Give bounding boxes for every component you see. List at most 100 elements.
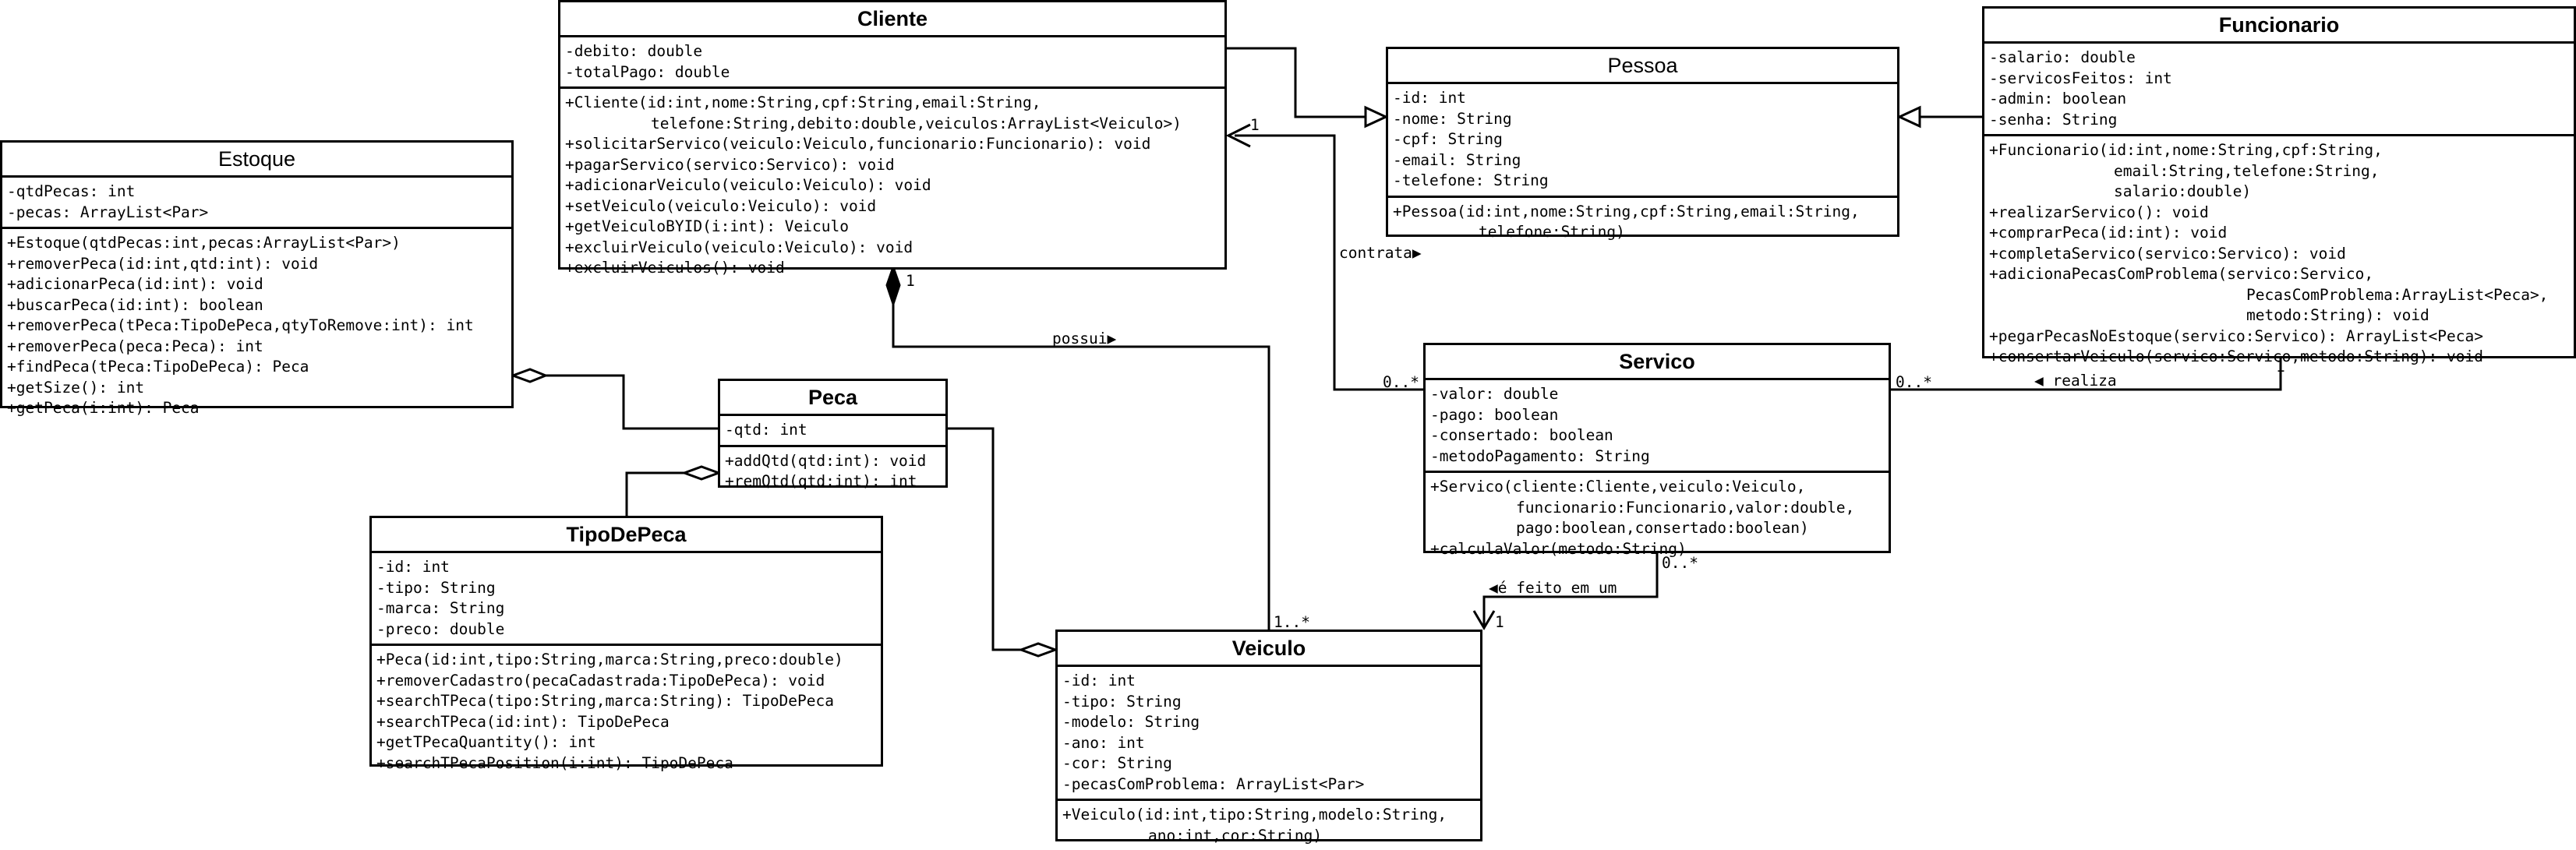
method: +Peca(id:int,tipo:String,marca:String,pr…	[376, 651, 843, 668]
class-pessoa-name: Pessoa	[1388, 49, 1897, 84]
method: +comprarPeca(id:int): void	[1989, 224, 2228, 242]
class-cliente-attributes: -debito: double -totalPago: double	[560, 37, 1224, 89]
attribute: -telefone: String	[1393, 171, 1549, 189]
method: +removerPeca(id:int,qtd:int): void	[7, 254, 319, 273]
label-realiza: ◀ realiza	[2034, 372, 2117, 390]
method: +getPeca(i:int): Peca	[7, 399, 200, 417]
navigable-arrowhead-cliente	[1225, 123, 1251, 148]
edge-estoque-peca-aggregation	[546, 374, 718, 430]
multiplicity-cliente-contrata: 1	[1250, 116, 1260, 134]
edge-servico-veiculo	[1482, 552, 1659, 628]
method: +setVeiculo(veiculo:Veiculo): void	[565, 196, 877, 215]
class-tipodepeca-methods: +Peca(id:int,tipo:String,marca:String,pr…	[372, 646, 881, 778]
method: +adicionarVeiculo(veiculo:Veiculo): void	[565, 176, 931, 194]
attribute: -pago: boolean	[1430, 405, 1559, 424]
class-estoque-methods: +Estoque(qtdPecas:int,pecas:ArrayList<Pa…	[2, 229, 511, 423]
attribute: -id: int	[1393, 89, 1466, 107]
attribute: -metodoPagamento: String	[1430, 446, 1650, 465]
class-tipodepeca[interactable]: TipoDePeca -id: int -tipo: String -marca…	[369, 516, 883, 772]
class-veiculo-name: Veiculo	[1058, 632, 1480, 667]
attribute: -modelo: String	[1062, 713, 1200, 731]
method: +getSize(): int	[7, 378, 145, 397]
method: +excluirVeiculo(veiculo:Veiculo): void	[565, 238, 913, 256]
attribute: -nome: String	[1393, 109, 1512, 128]
method: +removerPeca(peca:Peca): int	[7, 337, 263, 355]
class-cliente-methods: +Cliente(id:int,nome:String,cpf:String,e…	[560, 89, 1224, 283]
method-continuation: ano:int,cor:String)	[1148, 826, 1323, 845]
attribute: -totalPago: double	[565, 62, 730, 81]
attribute: -cor: String	[1062, 754, 1172, 772]
attribute: -consertado: boolean	[1430, 426, 1613, 444]
edge-servico-cliente-contrata	[1235, 134, 1423, 391]
method-continuation: email:String,telefone:String,	[2114, 161, 2380, 180]
class-funcionario[interactable]: Funcionario -salario: double -servicosFe…	[1982, 6, 2576, 365]
method-continuation: telefone:String)	[1479, 223, 1625, 241]
attribute: -ano: int	[1062, 733, 1145, 752]
class-peca[interactable]: Peca -qtd: int +addQtd(qtd:int): void +r…	[718, 379, 948, 490]
attribute: -tipo: String	[376, 578, 496, 597]
class-cliente-name: Cliente	[560, 2, 1224, 37]
attribute: -qtd: int	[725, 421, 807, 439]
method: +Estoque(qtdPecas:int,pecas:ArrayList<Pa…	[7, 234, 401, 252]
class-funcionario-name: Funcionario	[1984, 9, 2574, 44]
class-pessoa-attributes: -id: int -nome: String -cpf: String -ema…	[1388, 84, 1897, 198]
attribute: -salario: double	[1989, 48, 2136, 66]
method: +findPeca(tPeca:TipoDePeca): Peca	[7, 358, 309, 376]
class-servico-methods: +Servico(cliente:Cliente,veiculo:Veiculo…	[1426, 473, 1889, 563]
class-veiculo-methods: +Veiculo(id:int,tipo:String,modelo:Strin…	[1058, 801, 1480, 850]
attribute: -pecasComProblema: ArrayList<Par>	[1062, 774, 1365, 793]
navigable-arrowhead-veiculo	[1472, 610, 1496, 630]
method-continuation: pago:boolean,consertado:boolean)	[1516, 519, 1809, 537]
class-estoque[interactable]: Estoque -qtdPecas: int -pecas: ArrayList…	[0, 140, 514, 417]
method: +buscarPeca(id:int): boolean	[7, 295, 263, 314]
method: +solicitarServico(veiculo:Veiculo,funcio…	[565, 135, 1151, 153]
method: +adicionarPeca(id:int): void	[7, 275, 263, 293]
generalization-arrowhead-pessoa-right	[1896, 105, 1921, 129]
aggregation-diamond-estoque	[509, 368, 549, 383]
attribute: -marca: String	[376, 599, 505, 617]
class-funcionario-attributes: -salario: double -servicosFeitos: int -a…	[1984, 44, 2574, 136]
method: +realizarServico(): void	[1989, 203, 2209, 221]
method: +excluirVeiculos(): void	[565, 259, 785, 277]
edge-cliente-pessoa-generalization	[1227, 47, 1372, 118]
edge-funcionario-servico-realiza	[1891, 357, 2282, 391]
aggregation-diamond-veiculo	[1017, 642, 1059, 658]
composition-diamond-cliente	[885, 263, 901, 308]
edge-cliente-veiculo-possui	[892, 304, 1270, 630]
multiplicity-servico-veiculo: 0..*	[1662, 554, 1698, 572]
method-continuation: PecasComProblema:ArrayList<Peca>,	[2246, 285, 2549, 304]
class-cliente[interactable]: Cliente -debito: double -totalPago: doub…	[558, 0, 1227, 277]
method: +pegarPecasNoEstoque(servico:Servico): A…	[1989, 326, 2483, 345]
generalization-arrowhead-pessoa-left	[1364, 105, 1389, 129]
attribute: -senha: String	[1989, 110, 2118, 129]
attribute: -servicosFeitos: int	[1989, 69, 2172, 87]
method: +addQtd(qtd:int): void	[725, 451, 927, 470]
multiplicity-funcionario-realiza: 1	[2276, 358, 2285, 376]
class-servico-attributes: -valor: double -pago: boolean -consertad…	[1426, 380, 1889, 473]
class-servico-name: Servico	[1426, 345, 1889, 380]
method-continuation: metodo:String): void	[2246, 306, 2429, 324]
class-peca-methods: +addQtd(qtd:int): void +remQtd(qtd:int):…	[720, 447, 945, 496]
class-pessoa[interactable]: Pessoa -id: int -nome: String -cpf: Stri…	[1386, 47, 1899, 241]
class-tipodepeca-attributes: -id: int -tipo: String -marca: String -p…	[372, 553, 881, 646]
method: +searchTPeca(id:int): TipoDePeca	[376, 712, 670, 731]
attribute: -email: String	[1393, 150, 1521, 169]
class-peca-attributes: -qtd: int	[720, 416, 945, 447]
class-estoque-name: Estoque	[2, 143, 511, 178]
attribute: -valor: double	[1430, 385, 1559, 403]
method: +removerPeca(tPeca:TipoDePeca,qtyToRemov…	[7, 316, 474, 334]
class-veiculo[interactable]: Veiculo -id: int -tipo: String -modelo: …	[1055, 630, 1482, 845]
class-funcionario-methods: +Funcionario(id:int,nome:String,cpf:Stri…	[1984, 136, 2574, 372]
method: +getTPecaQuantity(): int	[376, 733, 596, 751]
method-continuation: salario:double)	[2114, 182, 2252, 200]
attribute: -qtdPecas: int	[7, 182, 136, 200]
label-e-feito-em-um: ◀é feito em um	[1489, 579, 1617, 597]
method-continuation: telefone:String,debito:double,veiculos:A…	[651, 114, 1182, 132]
attribute: -debito: double	[565, 42, 703, 60]
attribute: -id: int	[1062, 672, 1136, 690]
class-tipodepeca-name: TipoDePeca	[372, 518, 881, 553]
method: +searchTPeca(tipo:String,marca:String): …	[376, 692, 834, 710]
class-estoque-attributes: -qtdPecas: int -pecas: ArrayList<Par>	[2, 178, 511, 229]
class-servico[interactable]: Servico -valor: double -pago: boolean -c…	[1423, 343, 1891, 558]
